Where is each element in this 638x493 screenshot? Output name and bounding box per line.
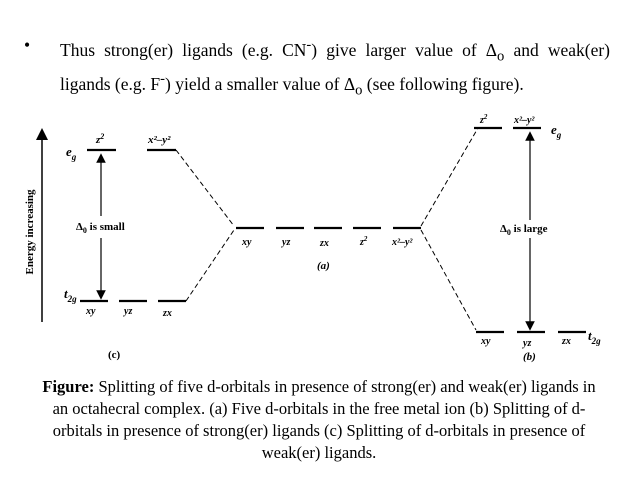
- panel-label-c: (c): [108, 349, 121, 361]
- bullet-symbol: •: [24, 35, 31, 55]
- free-xy-label: xy: [241, 237, 252, 248]
- caption-label: Figure:: [42, 377, 95, 396]
- strong-x2y2-label: x²–y²: [513, 115, 535, 126]
- delta-subscript: o: [497, 48, 505, 65]
- strong-xy-label: xy: [480, 336, 491, 347]
- weak-xy-label: xy: [85, 306, 96, 317]
- bullet-point: • Thus strong(er) ligands (e.g. CN-) giv…: [24, 34, 610, 103]
- weak-z2-label: z2: [95, 132, 104, 146]
- cn-charge: -: [306, 37, 312, 53]
- energy-axis-label: Energy increasing: [24, 189, 36, 275]
- panel-label-b: (b): [523, 351, 536, 363]
- bullet-text-part: (see following figure).: [362, 74, 524, 95]
- weak-eg-label: eg: [66, 144, 77, 162]
- figure-caption: Figure: Splitting of five d-orbitals in …: [40, 376, 598, 464]
- bullet-text-part: and weak(er) ligands (e.g. F: [60, 39, 610, 95]
- strong-yz-label: yz: [522, 338, 531, 349]
- free-x2y2-label: x²–y²: [391, 237, 413, 248]
- bullet-text: Thus strong(er) ligands (e.g. CN-) give …: [60, 34, 610, 103]
- free-zx-label: zx: [319, 238, 329, 249]
- strong-field-group: z2 x²–y² eg t2g xy yz zx Δ0 is large (b): [420, 113, 601, 363]
- caption-text: Splitting of five d-orbitals in presence…: [52, 377, 596, 462]
- weak-yz-label: yz: [123, 306, 132, 317]
- weak-eg-connector: [175, 149, 235, 227]
- weak-t2g-label: t2g: [64, 286, 77, 304]
- free-z2-label: z2: [359, 235, 368, 248]
- strong-delta-label: Δ0 is large: [500, 223, 548, 237]
- strong-z2-label: z2: [479, 113, 488, 126]
- panel-label-a: (a): [317, 260, 330, 272]
- bullet-text-part: Thus strong(er) ligands (e.g. CN: [60, 39, 307, 60]
- weak-zx-label: zx: [162, 308, 172, 319]
- bullet-text-part: ) yield a smaller value of Δ: [165, 74, 356, 95]
- d-orbital-splitting-diagram: Energy increasing z2 x²–y² eg t2g xy yz …: [24, 113, 601, 363]
- bullet-text-part: ) give larger value of Δ: [311, 39, 498, 60]
- weak-x2y2-label: x²–y²: [147, 134, 171, 146]
- weak-delta-label: Δ0 is small: [76, 221, 125, 235]
- strong-eg-connector: [420, 127, 479, 227]
- strong-zx-label: zx: [561, 336, 571, 347]
- weak-field-group: z2 x²–y² eg t2g xy yz zx Δ0 is small (c): [64, 132, 235, 361]
- free-yz-label: yz: [281, 237, 290, 248]
- strong-eg-label: eg: [551, 122, 562, 140]
- weak-t2g-connector: [185, 229, 235, 302]
- f-charge: -: [160, 71, 165, 88]
- strong-t2g-connector: [420, 229, 477, 331]
- delta-subscript: o: [355, 82, 363, 99]
- free-ion-group: xy yz zx z2 x²–y² (a): [236, 226, 421, 272]
- strong-t2g-label: t2g: [588, 328, 601, 346]
